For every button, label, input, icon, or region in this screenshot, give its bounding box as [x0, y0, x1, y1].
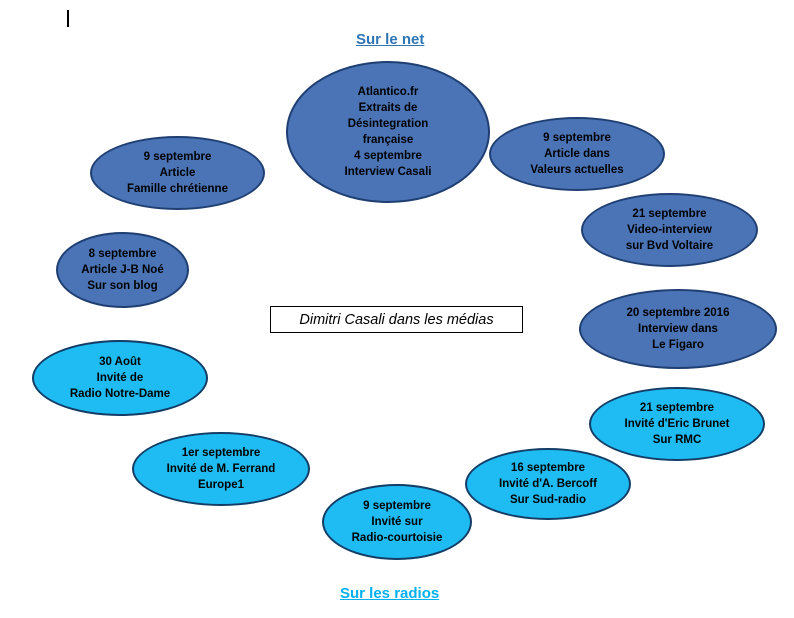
bubble-line: 21 septembre [639, 402, 715, 414]
bubble-line: 9 septembre [143, 151, 212, 163]
bubble-line: Sur Sud-radio [509, 494, 587, 506]
bubble-line: Valeurs actuelles [530, 164, 624, 176]
bubble-line: 8 septembre [88, 248, 157, 260]
bubble-line: 16 septembre [510, 462, 586, 474]
bubble-radio-notre-dame: 30 Août Invité de Radio Notre-Dame [32, 340, 208, 416]
bubble-line: Invité d'A. Bercoff [499, 478, 597, 490]
bubble-line: 20 septembre 2016 [626, 307, 730, 319]
bubble-line: 4 septembre [354, 150, 422, 162]
heading-sur-le-net: Sur le net [356, 31, 425, 48]
bubble-line: Interview Casali [344, 166, 432, 178]
bubble-line: Radio Notre-Dame [69, 388, 171, 400]
bubble-line: Invité de [96, 372, 144, 384]
bubble-line: 30 Août [99, 356, 141, 368]
bubble-line: Invité d'Eric Brunet [624, 418, 730, 430]
bubble-line: 21 septembre [632, 208, 707, 220]
center-title: Dimitri Casali dans les médias [270, 306, 523, 333]
bubble-line: 9 septembre [363, 500, 431, 512]
bubble-europe1: 1er septembre Invité de M. Ferrand Europ… [132, 432, 310, 506]
heading-sur-les-radios: Sur les radios [340, 585, 440, 602]
bubble-line: Article J-B Noé [81, 264, 164, 276]
text-cursor [67, 10, 69, 27]
bubble-sud-radio: 16 septembre Invité d'A. Bercoff Sur Sud… [465, 448, 631, 520]
bubble-le-figaro: 20 septembre 2016 Interview dans Le Figa… [579, 289, 777, 369]
bubble-rmc: 21 septembre Invité d'Eric Brunet Sur RM… [589, 387, 765, 461]
bubble-line: Interview dans [638, 323, 718, 335]
bubble-jb-noe-blog: 8 septembre Article J-B Noé Sur son blog [56, 232, 189, 308]
bubble-radio-courtoisie: 9 septembre Invité sur Radio-courtoisie [322, 484, 472, 560]
bubble-bvd-voltaire: 21 septembre Video-interview sur Bvd Vol… [581, 193, 758, 267]
bubble-line: sur Bvd Voltaire [625, 240, 714, 252]
bubble-valeurs-actuelles: 9 septembre Article dans Valeurs actuell… [489, 117, 665, 191]
bubble-atlantico: Atlantico.fr Extraits de Désintegration … [286, 61, 490, 203]
bubble-line: Famille chrétienne [127, 183, 228, 195]
bubble-line: Extraits de [358, 102, 418, 114]
bubble-line: Atlantico.fr [357, 86, 419, 98]
bubble-line: 1er septembre [181, 447, 261, 459]
bubble-line: Désintegration [347, 118, 429, 130]
bubble-line: Le Figaro [652, 339, 704, 351]
bubble-line: Invité de M. Ferrand [166, 463, 276, 475]
bubble-line: Sur son blog [87, 280, 158, 292]
bubble-line: 9 septembre [543, 132, 611, 144]
bubble-line: Radio-courtoisie [351, 532, 443, 544]
bubble-famille-chretienne: 9 septembre Article Famille chrétienne [90, 136, 265, 210]
bubble-line: française [362, 134, 414, 146]
bubble-line: Article [159, 167, 196, 179]
bubble-line: Sur RMC [652, 434, 702, 446]
bubble-line: Europe1 [197, 479, 244, 491]
bubble-line: Video-interview [627, 224, 712, 236]
bubble-line: Invité sur [371, 516, 423, 528]
bubble-line: Article dans [544, 148, 610, 160]
